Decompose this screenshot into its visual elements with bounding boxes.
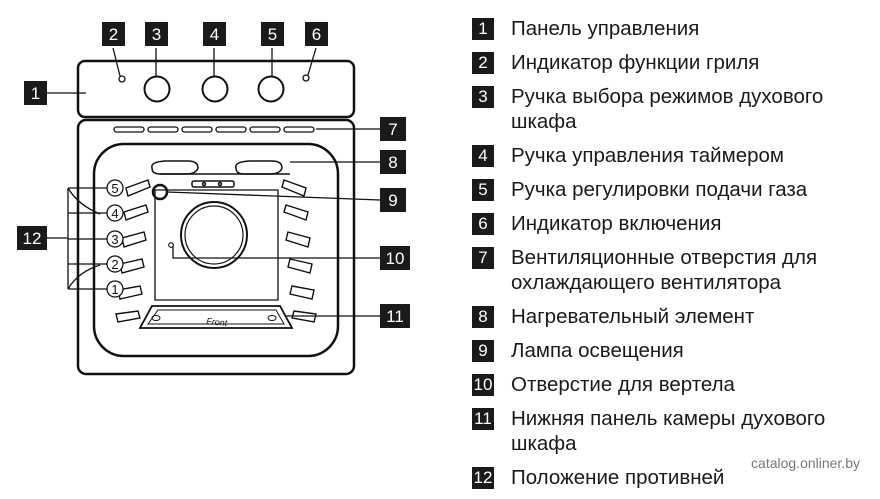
legend-number: 12 [472, 467, 494, 489]
svg-text:7: 7 [388, 120, 397, 139]
legend-number: 2 [472, 52, 494, 74]
callout-5: 5 [261, 22, 284, 46]
legend-label: Ручка выбора режимов духового шкафа [511, 85, 824, 133]
legend-number: 7 [472, 247, 494, 269]
legend-item-10: 10 Отверстие для вертела [472, 372, 872, 397]
leader-lines [46, 47, 381, 317]
mode-knob [143, 75, 171, 103]
svg-text:2: 2 [109, 25, 118, 44]
svg-text:9: 9 [388, 191, 397, 210]
legend-number: 8 [472, 306, 494, 328]
legend-item-12: 12 Положение противней [472, 465, 872, 490]
legend-number: 11 [472, 408, 494, 430]
svg-text:12: 12 [23, 229, 42, 248]
legend-label: Индикатор функции гриля [511, 51, 760, 74]
svg-text:3: 3 [152, 25, 161, 44]
control-panel [76, 59, 356, 119]
right-shelf-rails [281, 179, 317, 323]
legend-number: 1 [472, 18, 494, 40]
left-shelf-rails [115, 179, 151, 323]
svg-text:11: 11 [386, 307, 404, 326]
shelf-position-1: 1 [111, 282, 118, 297]
legend-item-3: 3 Ручка выбора режимов духового шкафа [472, 84, 872, 134]
spit-hole [168, 242, 174, 248]
legend-label: Отверстие для вертела [511, 373, 735, 396]
legend-label: Нагревательный элемент [511, 305, 755, 328]
svg-text:10: 10 [386, 249, 405, 268]
watermark: catalog.onliner.by [751, 455, 860, 471]
legend-label: Положение противней [511, 466, 725, 489]
shelf-position-3: 3 [111, 232, 118, 247]
legend-item-5: 5 Ручка регулировки подачи газа [472, 177, 872, 202]
legend-label: Лампа освещения [511, 339, 684, 362]
callout-11: 11 [380, 304, 410, 328]
legend-number: 10 [472, 374, 494, 396]
legend-item-2: 2 Индикатор функции гриля [472, 50, 872, 75]
bottom-panel: Front [138, 305, 294, 329]
callout-1: 1 [24, 81, 47, 105]
callout-9: 9 [380, 188, 406, 212]
legend-label: Ручка регулировки подачи газа [511, 178, 808, 201]
callout-2: 2 [102, 22, 125, 46]
legend-number: 4 [472, 145, 494, 167]
legend-label: Вентиляционные отверстия для охлаждающег… [511, 246, 818, 294]
shelf-position-2: 2 [111, 257, 118, 272]
grill-indicator [118, 75, 126, 83]
shelf-position-5: 5 [111, 181, 118, 196]
callout-4: 4 [203, 22, 226, 46]
legend-item-4: 4 Ручка управления таймером [472, 143, 872, 168]
legend-number: 5 [472, 179, 494, 201]
shelf-position-markers: 5 4 3 2 1 [106, 179, 124, 298]
oven-body [76, 118, 356, 376]
callout-8: 8 [380, 150, 406, 174]
callout-7: 7 [380, 117, 406, 141]
callout-3: 3 [145, 22, 168, 46]
legend-number: 6 [472, 213, 494, 235]
legend: 1 Панель управления 2 Индикатор функции … [472, 16, 872, 499]
timer-knob [201, 75, 229, 103]
callout-10: 10 [380, 246, 410, 270]
ventilation-slots [113, 126, 315, 133]
rear-fan-inner [184, 205, 244, 265]
tray-front-label: Front [206, 316, 228, 328]
legend-label: Ручка управления таймером [511, 144, 785, 167]
rear-wall [154, 189, 279, 301]
legend-item-11: 11 Нижняя панель камеры духового шкафа [472, 406, 872, 456]
heating-element [151, 160, 290, 188]
svg-text:4: 4 [210, 25, 219, 44]
gas-knob [257, 75, 285, 103]
legend-number: 3 [472, 86, 494, 108]
legend-item-6: 6 Индикатор включения [472, 211, 872, 236]
legend-label: Панель управления [511, 17, 700, 40]
svg-text:1: 1 [31, 84, 40, 103]
oven-cavity [92, 142, 340, 358]
shelf-position-4: 4 [111, 206, 118, 221]
callout-12: 12 [17, 226, 47, 250]
callout-labels: 2 3 4 5 6 1 7 8 9 10 11 12 [17, 22, 410, 328]
oven-diagram: Front 5 4 3 2 1 2 [17, 22, 410, 376]
svg-text:6: 6 [312, 25, 321, 44]
legend-number: 9 [472, 340, 494, 362]
power-indicator [302, 74, 310, 82]
legend-item-8: 8 Нагревательный элемент [472, 304, 872, 329]
legend-item-1: 1 Панель управления [472, 16, 872, 41]
legend-item-7: 7 Вентиляционные отверстия для охлаждающ… [472, 245, 872, 295]
legend-label: Нижняя панель камеры духового шкафа [511, 407, 826, 455]
legend-label: Индикатор включения [511, 212, 722, 235]
svg-text:8: 8 [388, 153, 397, 172]
legend-item-9: 9 Лампа освещения [472, 338, 872, 363]
callout-6: 6 [305, 22, 328, 46]
rear-fan [180, 201, 248, 269]
svg-text:5: 5 [268, 25, 277, 44]
